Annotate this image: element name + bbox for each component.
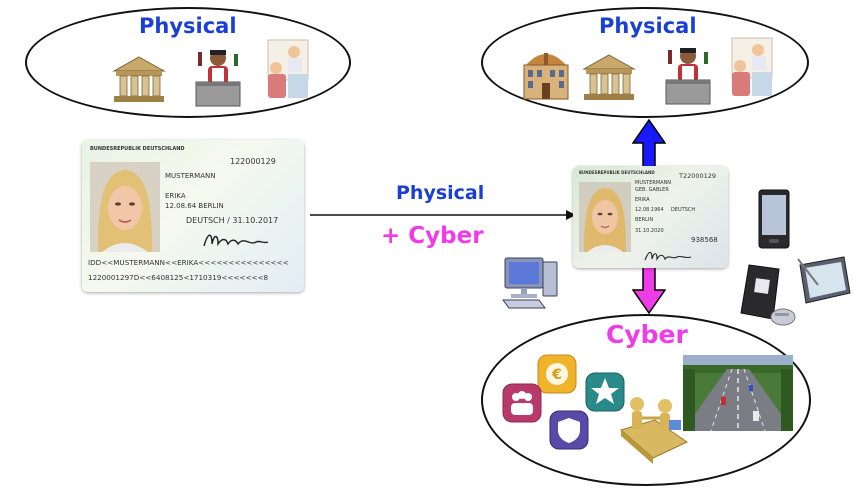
new-id-can: 938568 xyxy=(691,236,718,244)
new-id-nationality: DEUTSCH xyxy=(671,207,696,213)
shopkeeper-icon xyxy=(195,50,241,107)
old-id-number: 122000129 xyxy=(230,157,276,166)
star-app-icon xyxy=(585,372,625,412)
handshake-figures-icon xyxy=(619,397,689,464)
left-physical-label: Physical xyxy=(139,14,237,38)
new-id-card: BUNDESREPUBLIK DEUTSCHLAND T22000129 MUS… xyxy=(573,166,728,268)
bank-icon xyxy=(112,56,166,102)
old-id-surname: MUSTERMANN xyxy=(165,172,216,180)
post-office-clerk-icon xyxy=(267,39,309,98)
shopkeeper-icon-right xyxy=(665,48,711,105)
new-id-birth-place: BERLIN xyxy=(635,217,654,223)
new-id-signature xyxy=(644,251,692,261)
new-id-photo xyxy=(579,182,631,252)
horizontal-arrow xyxy=(310,210,576,220)
smartphone-icon xyxy=(758,189,790,249)
old-id-card: BUNDESREPUBLIK DEUTSCHLAND 122000129 MUS… xyxy=(82,140,304,292)
up-arrow-blue xyxy=(632,119,666,171)
highway-photo xyxy=(683,355,793,431)
center-physical-label: Physical xyxy=(396,182,485,204)
shield-app-icon xyxy=(549,410,589,450)
tablet-icon xyxy=(797,256,851,304)
old-id-birth: 12.08.64 BERLIN xyxy=(165,202,224,210)
old-id-mrz-line1: IDD<<MUSTERMANN<<ERIKA<<<<<<<<<<<<<<< xyxy=(88,258,289,267)
desktop-computer-icon xyxy=(502,257,558,309)
new-id-surname: MUSTERMANN xyxy=(635,180,672,186)
right-physical-label: Physical xyxy=(599,14,697,38)
cyber-label: Cyber xyxy=(606,320,688,349)
new-id-given-name: ERIKA xyxy=(635,197,650,203)
old-id-nationality-expiry: DEUTSCH / 31.10.2017 xyxy=(186,216,279,225)
post-office-clerk-icon-right xyxy=(731,37,773,96)
svg-text:€: € xyxy=(551,367,562,383)
old-id-photo xyxy=(90,162,160,252)
old-id-given-name: ERIKA xyxy=(165,192,186,200)
people-app-icon xyxy=(502,383,542,423)
town-hall-icon xyxy=(523,53,569,100)
old-id-header: BUNDESREPUBLIK DEUTSCHLAND xyxy=(90,146,185,152)
card-reader-icon xyxy=(740,264,796,326)
old-id-mrz-line2: 1220001297D<<6408125<1710319<<<<<<<8 xyxy=(88,273,269,282)
new-id-expiry: 31.10.2020 xyxy=(635,228,664,234)
bank-icon-right xyxy=(582,54,636,100)
euro-app-icon: € xyxy=(537,354,577,394)
center-cyber-label: + Cyber xyxy=(381,223,484,249)
new-id-number: T22000129 xyxy=(679,172,717,180)
down-arrow-pink xyxy=(632,266,666,314)
new-id-header: BUNDESREPUBLIK DEUTSCHLAND xyxy=(579,170,655,175)
old-id-signature xyxy=(203,234,269,247)
new-id-birth-date: 12.08.1964 xyxy=(635,207,664,213)
new-id-maiden-name: GEB. GABLER xyxy=(635,187,669,193)
